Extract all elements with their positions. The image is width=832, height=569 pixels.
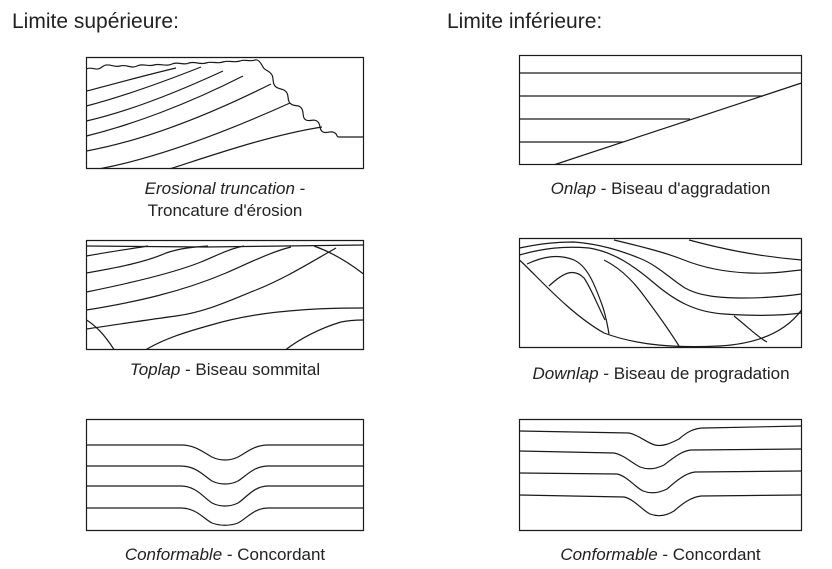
reflector: [170, 126, 323, 170]
reflector: [86, 444, 364, 461]
reflector: [100, 102, 291, 170]
translation-onlap: Biseau d'aggradation: [611, 179, 771, 198]
translation-erosional: Troncature d'érosion: [147, 201, 303, 220]
term-onlap: Onlap: [550, 179, 597, 198]
sep-conformable-upper: -: [222, 545, 238, 564]
onlap-surface: [554, 82, 802, 166]
translation-conformable-lower: Concordant: [672, 545, 761, 564]
reflector: [86, 245, 209, 274]
downlap-surface: [519, 259, 802, 348]
reflector: [313, 245, 364, 275]
reflector: [86, 247, 337, 330]
caption-toplap: Toplap - Biseau sommital: [86, 359, 364, 381]
conformable-lower-diagram: [518, 418, 803, 532]
translation-conformable-upper: Concordant: [237, 545, 326, 564]
caption-conformable-lower: Conformable - Concordant: [519, 544, 802, 566]
caption-conformable-upper: Conformable - Concordant: [86, 544, 364, 566]
conformable-upper-diagram: [85, 418, 365, 532]
term-erosional: Erosional truncation: [144, 179, 295, 198]
erosion-surface: [86, 59, 364, 138]
reflector: [145, 307, 364, 351]
reflector: [86, 246, 292, 311]
reflector: [86, 319, 115, 350]
reflector: [603, 259, 680, 347]
reflector: [519, 241, 802, 299]
reflector: [688, 239, 802, 261]
toplap-diagram: [85, 239, 365, 351]
sep-downlap: -: [598, 364, 614, 383]
reflector: [86, 70, 224, 122]
caption-erosional-truncation: Erosional truncation - Troncature d'éros…: [86, 178, 364, 222]
conformable-upper-frame: [85, 418, 365, 532]
reflector: [733, 315, 768, 343]
sep-toplap: -: [180, 360, 196, 379]
erosional-frame: [85, 56, 365, 170]
term-downlap: Downlap: [532, 364, 599, 383]
sep-conformable-lower: -: [657, 545, 673, 564]
reflector: [86, 83, 272, 152]
reflector: [86, 75, 244, 137]
reflector: [548, 271, 606, 321]
reflector: [519, 470, 802, 494]
reflector: [86, 465, 364, 485]
reflector: [86, 67, 177, 92]
caption-onlap: Onlap - Biseau d'aggradation: [519, 178, 802, 200]
toplap-frame: [85, 239, 365, 351]
reflector: [519, 425, 802, 447]
sep-onlap: -: [596, 179, 612, 198]
onlap-diagram: [518, 54, 803, 166]
term-conformable-upper: Conformable: [124, 545, 223, 564]
reflector: [86, 507, 364, 526]
downlap-diagram: [518, 237, 803, 349]
reflector: [519, 494, 802, 517]
sep-erosional: -: [294, 179, 306, 198]
translation-toplap: Biseau sommital: [195, 360, 321, 379]
reflector: [86, 66, 202, 107]
conformable-lower-frame: [518, 418, 803, 532]
heading-lower-boundary: Limite inférieure:: [447, 10, 603, 33]
reflector: [285, 319, 364, 350]
downlap-frame: [518, 237, 803, 349]
reflector: [519, 448, 802, 470]
onlap-frame: [518, 54, 803, 166]
reflector: [519, 246, 802, 316]
translation-downlap: Biseau de progradation: [613, 364, 790, 383]
heading-upper-boundary: Limite supérieure:: [12, 10, 179, 33]
caption-downlap: Downlap - Biseau de progradation: [496, 363, 826, 385]
reflector: [526, 255, 610, 335]
erosional-truncation-diagram: [85, 56, 365, 170]
reflector: [613, 239, 802, 274]
toplap-surface: [86, 244, 364, 248]
term-toplap: Toplap: [129, 360, 181, 379]
reflector: [86, 245, 149, 257]
reflector: [86, 485, 364, 507]
reflector: [86, 245, 245, 293]
term-conformable-lower: Conformable: [560, 545, 658, 564]
